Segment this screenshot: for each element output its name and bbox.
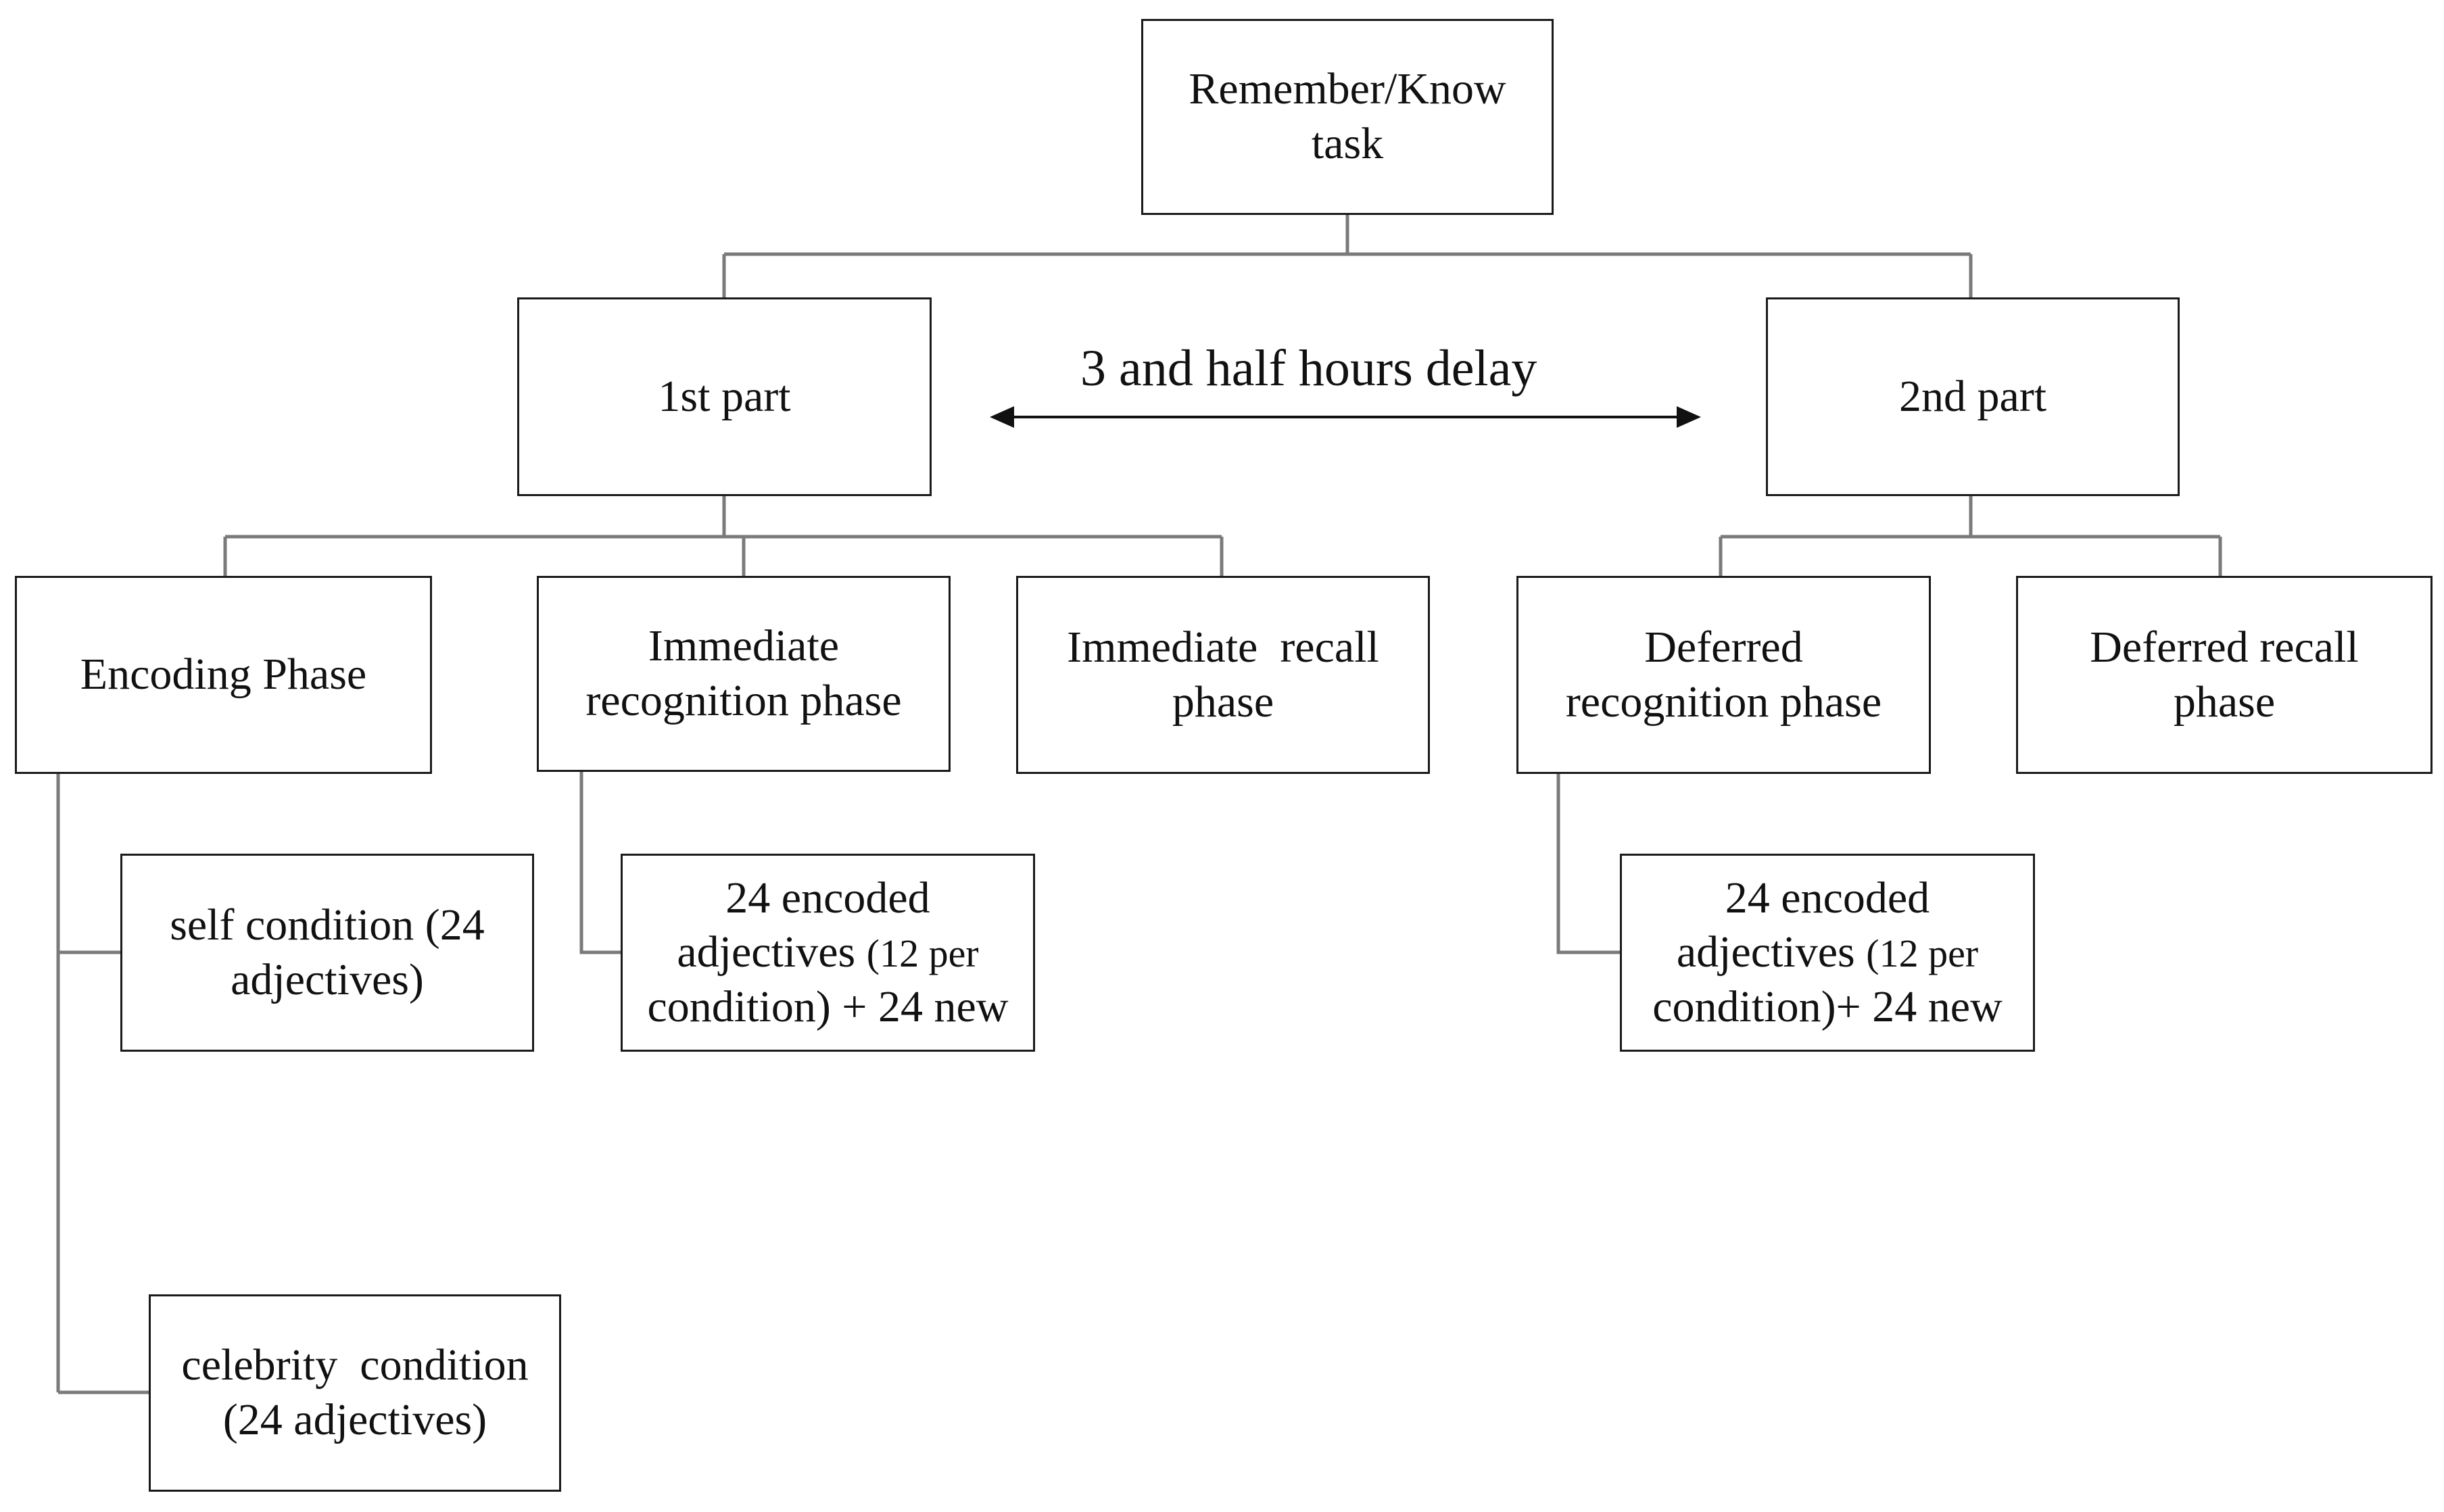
encoding-phase-box: Encoding Phase [15, 576, 432, 774]
deferred-items-line2: adjectives (12 per [1652, 925, 2002, 980]
immediate-recognition-line1: Immediate [648, 621, 840, 671]
part2-label: 2nd part [1898, 371, 2047, 421]
root-box: Remember/Know task [1141, 19, 1554, 215]
immediate-items-line2b: (12 per [866, 931, 979, 976]
celebrity-condition-box: celebrity condition (24 adjectives) [149, 1294, 561, 1492]
self-condition-box: self condition (24 adjectives) [120, 854, 534, 1052]
delay-label: 3 and half hours delay [1080, 340, 1537, 397]
immediate-items-line2a: adjectives [677, 927, 867, 977]
deferred-recognition-line2: recognition phase [1565, 677, 1882, 727]
root-title-line2: task [1311, 119, 1384, 168]
immediate-recognition-box: Immediate recognition phase [537, 576, 951, 772]
connector-part1-phases [223, 496, 1224, 576]
root-title-line1: Remember/Know [1189, 64, 1506, 114]
deferred-recall-box: Deferred recall phase [2016, 576, 2433, 774]
immediate-items-line1: 24 encoded [725, 873, 930, 923]
connector-immediate-items [579, 772, 621, 954]
deferred-items-line2a: adjectives [1676, 927, 1867, 977]
connector-part2-phases [1719, 496, 2222, 576]
encoding-phase-label: Encoding Phase [80, 650, 367, 700]
connector-root-parts [722, 215, 1973, 297]
deferred-items-line3: condition)+ 24 new [1652, 981, 2003, 1031]
part1-label: 1st part [658, 371, 791, 421]
deferred-items-line1: 24 encoded [1725, 873, 1930, 923]
immediate-recall-box: Immediate recall phase [1016, 576, 1430, 774]
deferred-recall-line2: phase [2173, 677, 2276, 727]
immediate-recall-line1: Immediate recall [1067, 622, 1379, 672]
celebrity-condition-line1: celebrity condition [181, 1340, 529, 1390]
part2-box: 2nd part [1766, 297, 2180, 496]
connector-encoding-conditions [56, 774, 149, 1394]
immediate-recognition-line2: recognition phase [585, 676, 902, 725]
part1-box: 1st part [517, 297, 932, 496]
deferred-recall-line1: Deferred recall [2090, 622, 2359, 672]
self-condition-line2: adjectives) [231, 954, 424, 1004]
celebrity-condition-line2: (24 adjectives) [222, 1395, 487, 1444]
deferred-recognition-box: Deferred recognition phase [1516, 576, 1931, 774]
self-condition-line1: self condition (24 [170, 900, 485, 950]
deferred-recognition-line1: Deferred [1644, 622, 1803, 672]
deferred-items-box: 24 encoded adjectives (12 per condition)… [1620, 854, 2035, 1052]
immediate-items-line2: adjectives (12 per [648, 925, 1009, 980]
deferred-items-line2b: (12 per [1866, 931, 1979, 976]
immediate-recall-line2: phase [1172, 677, 1274, 727]
immediate-items-box: 24 encoded adjectives (12 per condition)… [621, 854, 1035, 1052]
immediate-items-line3: condition) + 24 new [647, 981, 1009, 1031]
connector-deferred-items [1556, 774, 1620, 954]
